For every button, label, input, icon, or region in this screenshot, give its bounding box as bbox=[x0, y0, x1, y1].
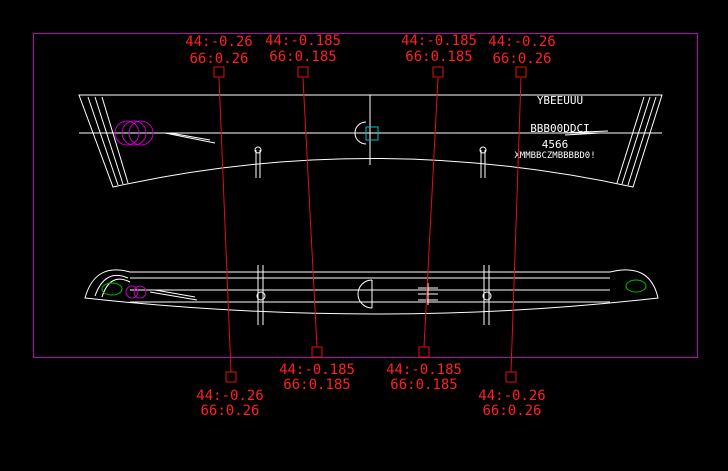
callout-text: 66:0.26 bbox=[482, 403, 541, 419]
part-text-line4: XMMBBCZMBBBBD0! bbox=[514, 151, 595, 161]
part-bottom-view bbox=[84, 265, 659, 325]
callout-text: 44:-0.185 bbox=[401, 33, 477, 49]
callout-text: 66:0.185 bbox=[269, 49, 336, 65]
callout-text: 44:-0.185 bbox=[386, 362, 462, 378]
callout-text: 44:-0.26 bbox=[478, 388, 545, 404]
part-text-line2: BBB00DDCI bbox=[530, 122, 590, 135]
callout-text: 66:0.185 bbox=[283, 377, 350, 393]
callout-text: 66:0.26 bbox=[492, 51, 551, 67]
drawing-frame bbox=[33, 33, 698, 358]
callout-text: 66:0.185 bbox=[405, 49, 472, 65]
callout-text: 44:-0.185 bbox=[279, 362, 355, 378]
callout-text: 66:0.26 bbox=[200, 403, 259, 419]
callout-text: 44:-0.26 bbox=[488, 34, 555, 50]
callout-text: 66:0.185 bbox=[390, 377, 457, 393]
part-text-line1: YBEEUUU bbox=[537, 94, 583, 107]
part-text-line3: 4566 bbox=[542, 138, 569, 151]
part-top-view: YBEEUUU BBB00DDCI 4566 XMMBBCZMBBBBD0! bbox=[78, 94, 663, 188]
callout-text: 44:-0.185 bbox=[265, 33, 341, 49]
callout-text: 44:-0.26 bbox=[185, 34, 252, 50]
center-marker-icon bbox=[365, 126, 379, 141]
callout-text: 66:0.26 bbox=[189, 51, 248, 67]
callout-text: 44:-0.26 bbox=[196, 388, 263, 404]
callout-leaders bbox=[213, 66, 527, 383]
callout-labels: 44:-0.26 66:0.26 44:-0.185 66:0.185 44:-… bbox=[185, 33, 555, 419]
